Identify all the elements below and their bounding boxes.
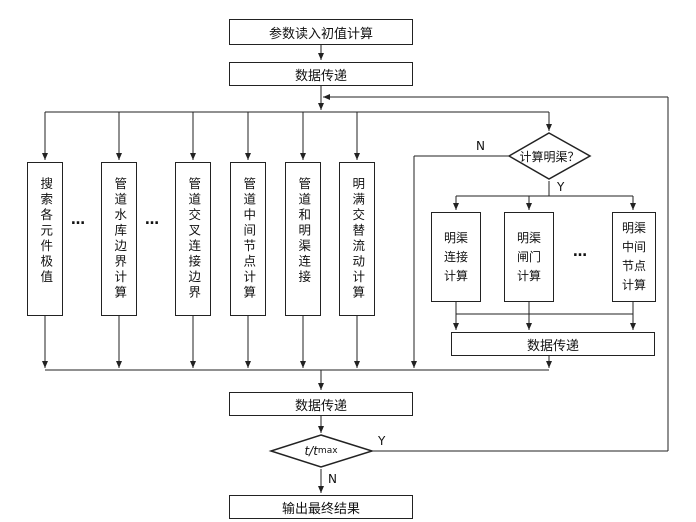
decision-channel-label: 计算明渠？	[519, 149, 580, 164]
pipe-middle-label: 管道中间节点计算	[241, 177, 257, 301]
yes-time-label: Y	[378, 434, 386, 448]
ellipsis-left-1: …	[71, 212, 86, 228]
output-box: 输出最终结果	[229, 495, 413, 519]
decision-time-main: t/t	[304, 444, 318, 458]
pipe-middle-box: 管道中间节点计算	[230, 162, 266, 316]
data-transfer-channel-label: 数据传递	[526, 338, 579, 354]
search-extremes-box: 搜索各元件极值	[27, 162, 63, 316]
decision-channel-diamond	[507, 132, 592, 180]
read-params-box: 参数读入初值计算	[229, 19, 413, 45]
data-transfer-top-box: 数据传递	[229, 62, 413, 86]
ellipsis-right: …	[573, 244, 588, 260]
data-transfer-bottom-box: 数据传递	[229, 392, 413, 416]
pipe-junction-box: 管道交叉连接边界	[175, 162, 211, 316]
data-transfer-channel-box: 数据传递	[451, 332, 655, 356]
data-transfer-top-label: 数据传递	[294, 68, 347, 84]
read-params-label: 参数读入初值计算	[268, 26, 373, 42]
output-label: 输出最终结果	[281, 501, 360, 517]
channel-middle-box: 明渠 中间 节点 计算	[612, 212, 656, 302]
channel-gate-box: 明渠 闸门 计算	[504, 212, 554, 302]
ellipsis-left-2: …	[145, 212, 160, 228]
pipe-channel-label: 管道和明渠连接	[296, 177, 312, 286]
data-transfer-bottom-label: 数据传递	[294, 398, 347, 414]
decision-time-sub: max	[317, 446, 338, 456]
mixed-flow-box: 明满交替流动计算	[339, 162, 375, 316]
yes-channel-label: Y	[557, 180, 565, 194]
pipe-channel-box: 管道和明渠连接	[285, 162, 321, 316]
no-time-label: N	[328, 472, 337, 486]
mixed-flow-label: 明满交替流动计算	[350, 177, 366, 301]
pipe-junction-label: 管道交叉连接边界	[186, 177, 202, 301]
pipe-reservoir-label: 管道水库边界计算	[112, 177, 128, 301]
decision-time-diamond	[268, 434, 375, 468]
pipe-reservoir-box: 管道水库边界计算	[101, 162, 137, 316]
no-channel-label: N	[476, 139, 485, 153]
search-extremes-label: 搜索各元件极值	[38, 177, 54, 286]
channel-connect-box: 明渠 连接 计算	[431, 212, 481, 302]
